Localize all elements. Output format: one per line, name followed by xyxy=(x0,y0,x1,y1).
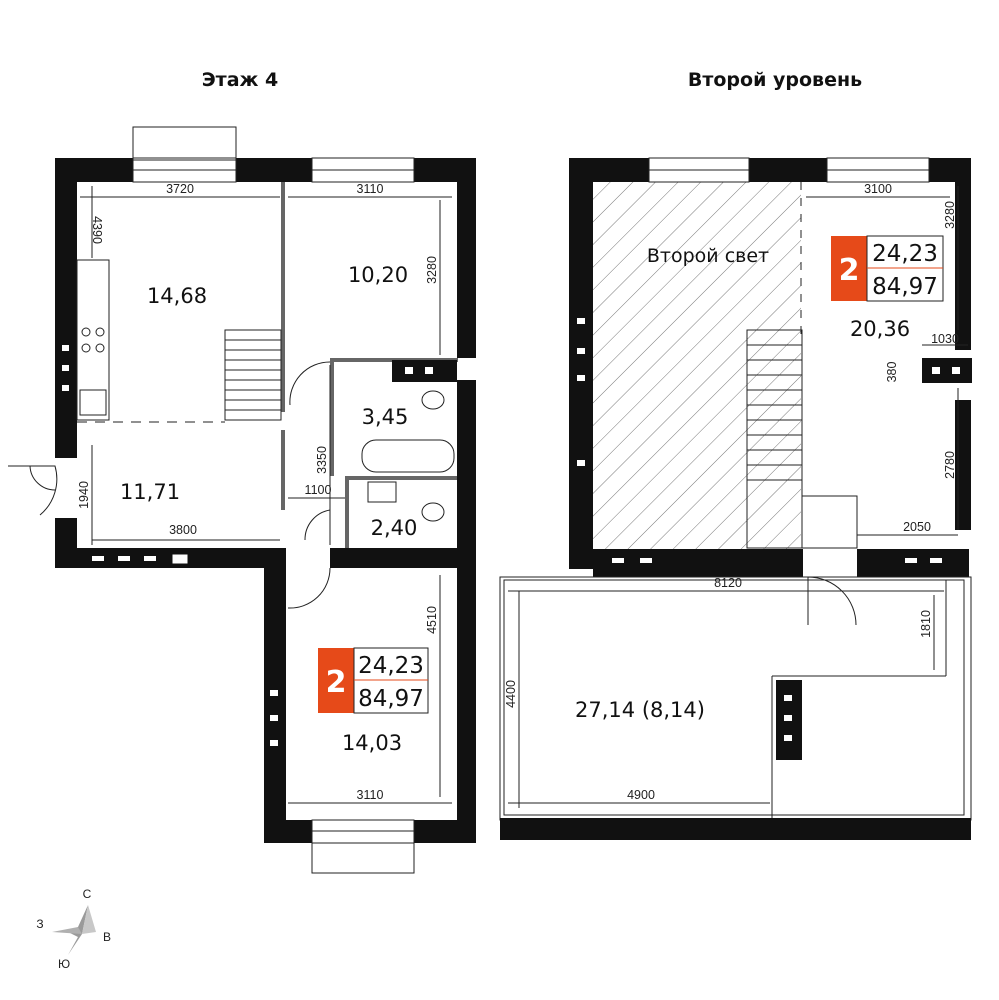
terrace-outline xyxy=(499,576,972,821)
balcony-frame xyxy=(132,126,237,161)
dim-3280: 3280 xyxy=(425,256,439,284)
dim-3720: 3720 xyxy=(166,182,194,196)
dim-l2-380: 380 xyxy=(885,362,899,383)
dim-l2-3100: 3100 xyxy=(864,182,892,196)
level2-title: Второй уровень xyxy=(688,69,862,91)
compass: С З В Ю xyxy=(36,887,111,971)
dim-1940: 1940 xyxy=(77,481,91,509)
badge-rooms-l2: 2 xyxy=(839,253,860,288)
badge-living-area-l2: 24,23 xyxy=(872,241,938,267)
dim-4510: 4510 xyxy=(425,606,439,634)
area-bedroom-bottom: 14,03 xyxy=(342,731,402,755)
dim-l2-4900: 4900 xyxy=(627,788,655,802)
level2-plan xyxy=(499,157,972,840)
dim-l2-3280: 3280 xyxy=(943,201,957,229)
area-l2-room: 20,36 xyxy=(850,317,910,341)
dim-3110-bottom: 3110 xyxy=(357,788,384,802)
dim-l2-8120: 8120 xyxy=(714,576,742,590)
floor4-dimensions: 3720 3110 4390 3280 3350 1100 1940 3800 … xyxy=(77,182,452,804)
compass-east: В xyxy=(103,930,111,944)
badge-total-area-l2: 84,97 xyxy=(872,274,938,300)
staircase-l2 xyxy=(746,329,858,549)
area-bathroom: 3,45 xyxy=(362,405,409,429)
badge-rooms-bg xyxy=(318,648,354,713)
badge-total-area: 84,97 xyxy=(358,686,424,712)
badge-living-area: 24,23 xyxy=(358,653,424,679)
label-double-height: Второй свет xyxy=(647,245,769,267)
staircase xyxy=(224,329,282,421)
level2-dimensions: 3100 3280 1030 380 2780 2050 8120 1810 4… xyxy=(504,182,968,808)
area-badge-level2: 2 24,23 84,97 xyxy=(831,235,944,302)
wall-left-l2 xyxy=(569,158,593,569)
floor4-title: Этаж 4 xyxy=(202,69,279,91)
dim-3800: 3800 xyxy=(169,523,197,537)
double-height-zone xyxy=(593,182,801,549)
dim-4390: 4390 xyxy=(90,216,104,244)
dim-l2-2780: 2780 xyxy=(943,451,957,479)
dim-l2-2050: 2050 xyxy=(903,520,931,534)
compass-west: З xyxy=(36,917,43,931)
area-terrace: 27,14 (8,14) xyxy=(575,698,705,722)
floor4-plan xyxy=(8,126,476,874)
dim-l2-1810: 1810 xyxy=(919,610,933,638)
badge-rooms-bg-l2 xyxy=(831,236,867,301)
badge-rooms: 2 xyxy=(326,665,347,700)
dim-1100: 1100 xyxy=(305,483,332,497)
dim-3350: 3350 xyxy=(315,446,329,474)
dim-l2-4400: 4400 xyxy=(504,680,518,708)
dim-3110-top: 3110 xyxy=(357,182,384,196)
wall-left xyxy=(55,158,77,458)
area-bedroom-top: 10,20 xyxy=(348,263,408,287)
area-badge-floor4: 2 24,23 84,97 xyxy=(318,647,429,714)
area-wc: 2,40 xyxy=(371,516,418,540)
area-kitchen: 14,68 xyxy=(147,284,207,308)
dim-l2-1030: 1030 xyxy=(931,332,959,346)
area-hall: 11,71 xyxy=(120,480,180,504)
compass-north: С xyxy=(83,887,92,901)
compass-south: Ю xyxy=(58,957,70,971)
